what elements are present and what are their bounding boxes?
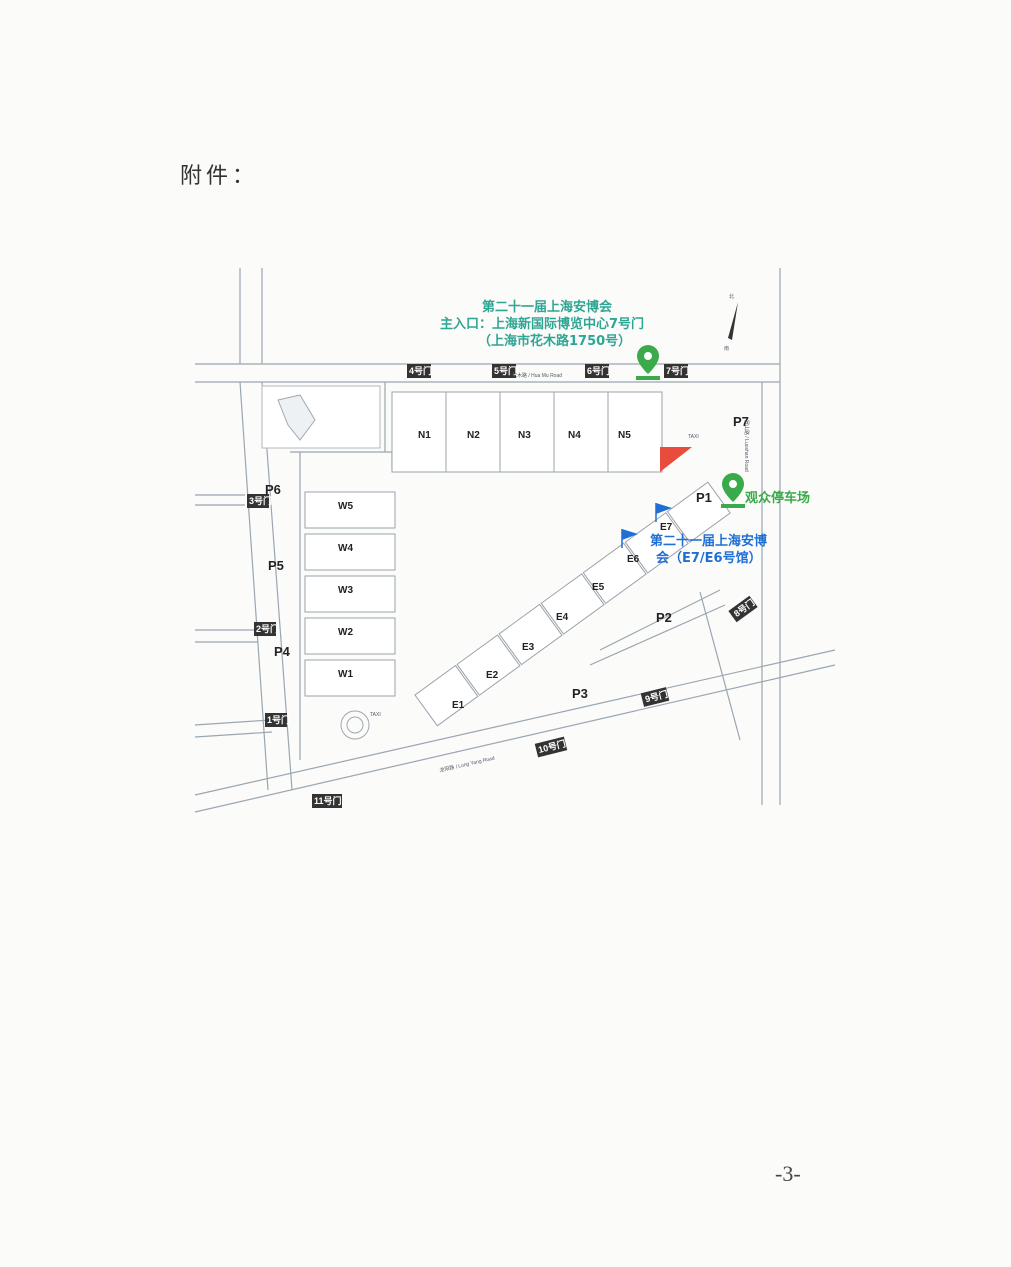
west-halls: W5 W4 W3 W2 W1 [304,491,396,697]
hall-n2: N2 [467,430,480,441]
headline-line3: （上海市花木路1750号） [478,333,631,349]
parking-p5: P5 [268,558,284,573]
parking-p6: P6 [265,482,281,497]
visitor-parking-pin-icon [721,473,745,508]
taxi-label: TAXI [688,434,699,440]
gate-7: 7号门 [664,364,689,378]
parking-p1: P1 [696,490,712,505]
parking-p3: P3 [572,686,588,701]
west-annex [261,385,381,740]
gate-2: 2号门 [254,622,279,636]
taxi-label-west: TAXI [370,712,381,718]
compass-south: 南 [724,345,729,352]
booth-label-line2: 会（E7/E6号馆） [656,550,762,566]
hall-e7: E7 [660,522,673,533]
svg-text:3号门: 3号门 [249,495,272,506]
hall-n3: N3 [518,430,531,441]
headline-line1: 第二十一届上海安博会 [482,299,613,315]
gate-1: 1号门 [265,713,290,727]
hall-w2: W2 [338,627,353,638]
svg-text:9号门: 9号门 [644,688,669,704]
attachment-label: 附件： [180,163,259,188]
hall-e5: E5 [592,582,605,593]
hall-e3: E3 [522,642,535,653]
gate-8: 8号门 [728,595,758,623]
hall-n5: N5 [618,430,631,441]
svg-text:2号门: 2号门 [256,623,279,634]
hall-e4: E4 [556,612,569,623]
hall-n1: N1 [418,430,431,441]
gate-4: 4号门 [407,364,432,378]
svg-text:1号门: 1号门 [267,714,290,725]
headline-line2: 主入口：上海新国际博览中心7号门 [440,316,644,332]
gate-11: 11号门 [312,794,342,808]
north-halls: N1 N2 N3 N4 N5 [391,391,663,473]
page-number: -3- [775,1161,801,1186]
parking-labels: P7 P6 P5 P4 P1 P2 P3 [265,414,749,701]
hall-e2: E2 [486,670,499,681]
parking-p7: P7 [733,414,749,429]
hall-w4: W4 [338,543,353,554]
road-label-longyang: 龙阳路 / Long Yang Road [439,754,496,774]
hall-e1: E1 [452,700,465,711]
parking-p2: P2 [656,610,672,625]
hall-e6: E6 [627,554,640,565]
compass-north: 北 [729,293,734,300]
road-label-huamu: 花木路 / Hua Mu Road [512,372,562,379]
compass: 北 南 [724,293,738,352]
visitor-parking-label: 观众停车场 [745,490,810,506]
hall-w5: W5 [338,501,353,512]
svg-text:5号门: 5号门 [494,365,517,376]
gate-6: 6号门 [585,364,610,378]
hall-w3: W3 [338,585,353,596]
svg-text:7号门: 7号门 [666,365,689,376]
road-label-luoshan: 罗山路 / Luoshan Road [743,420,750,472]
svg-text:11号门: 11号门 [314,795,342,806]
booth-flag-icon [621,503,672,548]
main-entrance-pin-icon [636,345,660,380]
gate-5: 5号门 [492,364,517,378]
gate-10: 10号门 [534,736,568,758]
hall-n4: N4 [568,430,581,441]
svg-text:6号门: 6号门 [587,365,610,376]
main-entrance-block [660,447,692,472]
gate-3: 3号门 [247,494,272,508]
svg-text:4号门: 4号门 [409,365,432,376]
booth-label-line1: 第二十一届上海安博 [650,533,767,549]
gate-9: 9号门 [640,687,670,707]
parking-p4: P4 [274,644,291,659]
east-halls: E1 E2 E3 E4 E5 E6 E7 [414,481,731,727]
hall-w1: W1 [338,669,353,680]
